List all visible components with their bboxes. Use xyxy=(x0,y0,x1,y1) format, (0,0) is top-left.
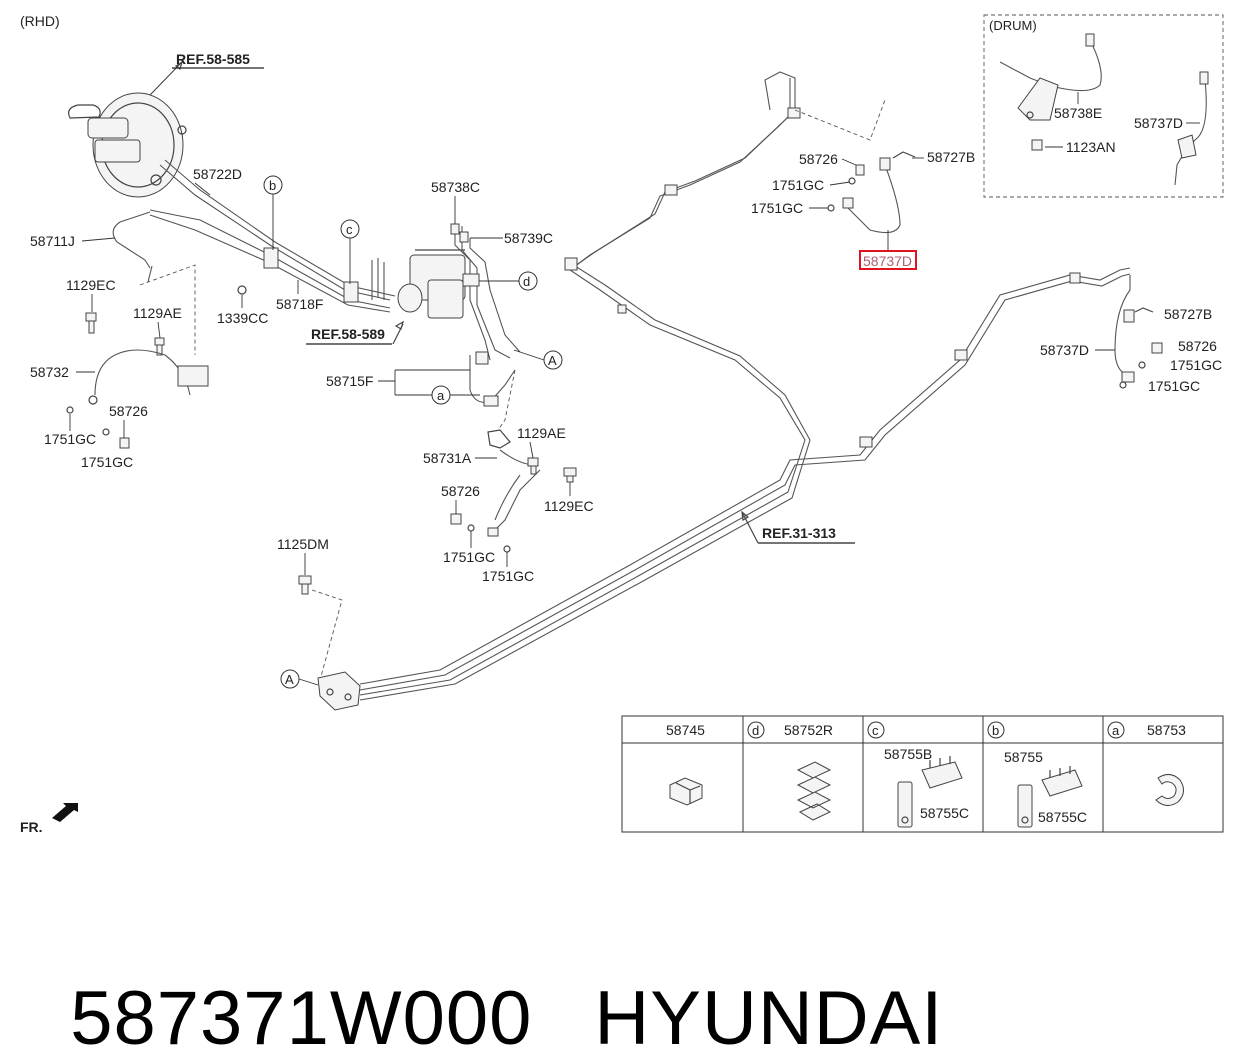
label-58737D-highlighted[interactable]: 58737D xyxy=(863,253,912,269)
brand-name: HYUNDAI xyxy=(594,976,944,1061)
drum-inset: (DRUM) xyxy=(983,14,1224,198)
label-58737D-right[interactable]: 58737D xyxy=(1040,342,1089,358)
label-1339CC[interactable]: 1339CC xyxy=(217,310,268,326)
label-1751GC-upper-b[interactable]: 1751GC xyxy=(751,200,803,216)
svg-text:b: b xyxy=(992,723,999,738)
label-58731A[interactable]: 58731A xyxy=(423,450,472,466)
label-1751GC-right-b[interactable]: 1751GC xyxy=(482,568,534,584)
label-58726-right[interactable]: 58726 xyxy=(441,483,480,499)
label-58739C[interactable]: 58739C xyxy=(504,230,553,246)
label-58715F[interactable]: 58715F xyxy=(326,373,373,389)
legend-cell-58752R[interactable]: d 58752R xyxy=(747,721,833,821)
highlight-box xyxy=(859,250,917,270)
rear-brake-lines xyxy=(359,71,1131,701)
svg-text:58745: 58745 xyxy=(666,722,705,738)
brake-booster-assembly xyxy=(68,60,187,198)
label-1125DM[interactable]: 1125DM xyxy=(277,536,329,552)
part-number-footer: 587371W000 HYUNDAI xyxy=(26,888,943,1062)
front-label: FR. xyxy=(20,819,43,835)
front-brake-tubes xyxy=(112,159,396,313)
marker-A-hecu[interactable]: A xyxy=(513,349,563,370)
svg-text:d: d xyxy=(523,274,530,289)
label-1751GC-right-a[interactable]: 1751GC xyxy=(443,549,495,565)
label-58718F[interactable]: 58718F xyxy=(276,296,323,312)
label-1751GC-upper-a[interactable]: 1751GC xyxy=(772,177,824,193)
svg-text:58755C: 58755C xyxy=(1038,809,1087,825)
center-tubes xyxy=(450,218,521,407)
label-1129AE-right[interactable]: 1129AE xyxy=(517,425,566,441)
label-58726-upper[interactable]: 58726 xyxy=(799,151,838,167)
label-1123AN[interactable]: 1123AN xyxy=(1066,139,1116,155)
bolt-1129AE-front xyxy=(154,337,165,356)
bolt-1129EC-front xyxy=(85,312,97,334)
label-1129EC-front[interactable]: 1129EC xyxy=(66,277,116,293)
label-58737D-drum[interactable]: 58737D xyxy=(1134,115,1183,131)
label-58738E[interactable]: 58738E xyxy=(1054,105,1102,121)
legend-cell-58753[interactable]: a 58753 xyxy=(1107,721,1186,806)
ref-hecu[interactable]: REF.58-589 xyxy=(311,326,385,342)
label-1751GC-front-b[interactable]: 1751GC xyxy=(81,454,133,470)
label-1129EC-right[interactable]: 1129EC xyxy=(544,498,594,514)
front-indicator: FR. xyxy=(20,803,78,835)
rear-left-hose xyxy=(842,151,916,234)
label-58722D[interactable]: 58722D xyxy=(193,166,242,182)
legend-cell-b[interactable]: b 58755 58755C xyxy=(987,721,1087,828)
label-58726-right-rear[interactable]: 58726 xyxy=(1178,338,1217,354)
ref-booster[interactable]: REF.58-585 xyxy=(176,51,250,67)
parts-legend-table: 58745 d 58752R c 58755B 58755C b 58755 xyxy=(621,715,1224,833)
marker-d[interactable]: d xyxy=(479,271,538,291)
label-1129AE-front[interactable]: 1129AE xyxy=(133,305,182,321)
label-58738C[interactable]: 58738C xyxy=(431,179,480,195)
front-left-hose xyxy=(88,349,209,405)
svg-text:b: b xyxy=(269,178,276,193)
junction-bracket xyxy=(317,671,361,711)
rear-right-hose xyxy=(1114,275,1154,383)
legend-cell-58745[interactable]: 58745 xyxy=(666,722,705,806)
svg-text:58755C: 58755C xyxy=(920,805,969,821)
svg-text:A: A xyxy=(548,353,557,368)
part-number: 587371W000 xyxy=(70,976,533,1061)
svg-text:c: c xyxy=(346,222,353,237)
label-1751GC-rear-b[interactable]: 1751GC xyxy=(1148,378,1200,394)
marker-A-bracket[interactable]: A xyxy=(280,669,319,689)
label-1751GC-rear-a[interactable]: 1751GC xyxy=(1170,357,1222,373)
hecu-module xyxy=(397,249,466,319)
svg-text:a: a xyxy=(1112,723,1120,738)
front-right-hose xyxy=(487,429,541,537)
label-58727B-upper[interactable]: 58727B xyxy=(927,149,975,165)
svg-text:58755: 58755 xyxy=(1004,749,1043,765)
drum-label: (DRUM) xyxy=(989,18,1037,33)
svg-text:A: A xyxy=(285,672,294,687)
svg-text:c: c xyxy=(872,723,879,738)
svg-text:58755B: 58755B xyxy=(884,746,932,762)
svg-text:58752R: 58752R xyxy=(784,722,833,738)
label-58726-front[interactable]: 58726 xyxy=(109,403,148,419)
variant-label: (RHD) xyxy=(20,13,60,29)
marker-c[interactable]: c xyxy=(340,219,360,284)
front-arrow-icon xyxy=(52,803,78,822)
label-1751GC-front-a[interactable]: 1751GC xyxy=(44,431,96,447)
parts-diagram: (RHD) REF.58-585 58722D 58711J b c xyxy=(20,13,1224,835)
label-58727B-right[interactable]: 58727B xyxy=(1164,306,1212,322)
svg-text:d: d xyxy=(752,723,759,738)
label-58732[interactable]: 58732 xyxy=(30,364,69,380)
svg-text:58753: 58753 xyxy=(1147,722,1186,738)
ref-fuel[interactable]: REF.31-313 xyxy=(762,525,836,541)
marker-a-center[interactable]: a xyxy=(431,385,451,405)
svg-text:a: a xyxy=(437,388,445,403)
marker-b[interactable]: b xyxy=(263,175,283,250)
legend-cell-c[interactable]: c 58755B 58755C xyxy=(867,721,969,828)
label-58711J[interactable]: 58711J xyxy=(30,233,75,249)
